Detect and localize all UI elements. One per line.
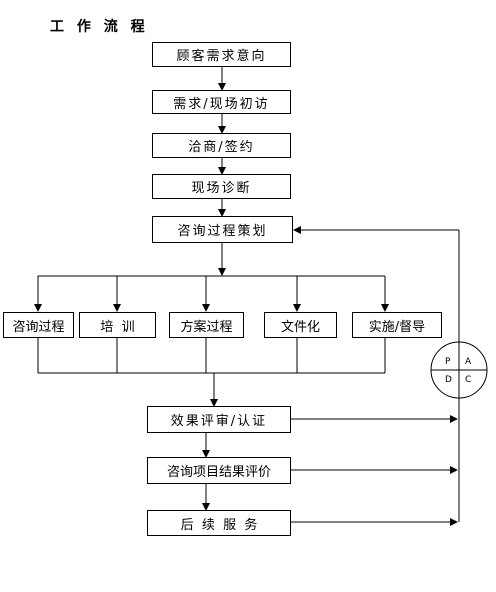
branch-documentation: 文件化 [264, 312, 337, 338]
step-initial-visit: 需求/现场初访 [152, 90, 291, 114]
branch-training: 培 训 [79, 312, 156, 338]
step-project-evaluation: 咨询项目结果评价 [147, 457, 291, 484]
step-follow-up: 后 续 服 务 [147, 510, 291, 536]
branch-implementation: 实施/督导 [352, 312, 442, 338]
branch-solution-process: 方案过程 [169, 312, 244, 338]
pdca-label-c: C [465, 375, 472, 385]
step-effect-review: 效果评审/认证 [147, 406, 291, 433]
step-site-diagnosis: 现场诊断 [152, 174, 291, 199]
pdca-label-p: P [445, 357, 451, 367]
page-title: 工 作 流 程 [50, 19, 149, 35]
step-customer-intent: 顾客需求意向 [152, 42, 291, 67]
pdca-label-d: D [445, 375, 452, 385]
step-planning: 咨询过程策划 [152, 216, 293, 243]
step-negotiate-sign: 洽商/签约 [152, 133, 291, 158]
pdca-label-a: A [465, 357, 472, 367]
branch-consulting-process: 咨询过程 [3, 312, 74, 338]
